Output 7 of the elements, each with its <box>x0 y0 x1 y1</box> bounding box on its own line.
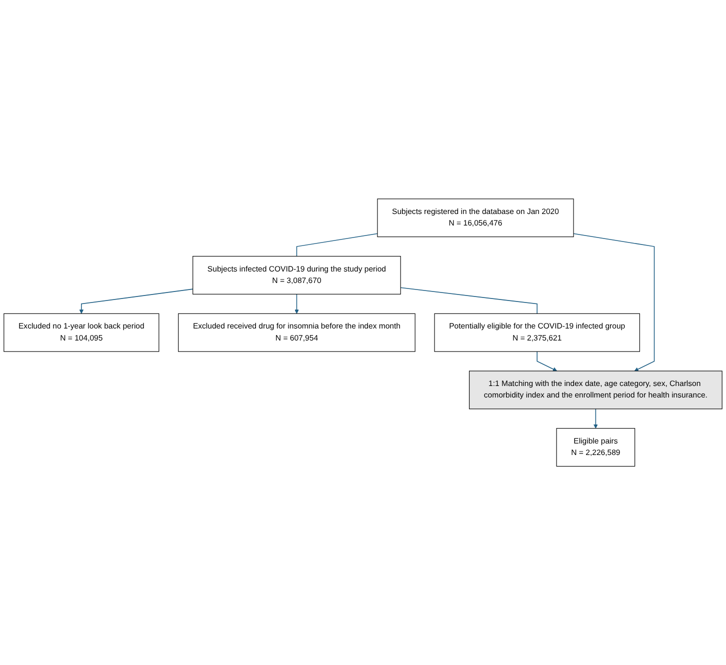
connector <box>400 287 538 314</box>
arrow <box>536 351 558 372</box>
arrow <box>294 294 299 314</box>
arrow <box>573 233 655 372</box>
arrow <box>594 408 598 428</box>
connector <box>296 233 378 257</box>
arrow <box>79 288 194 314</box>
